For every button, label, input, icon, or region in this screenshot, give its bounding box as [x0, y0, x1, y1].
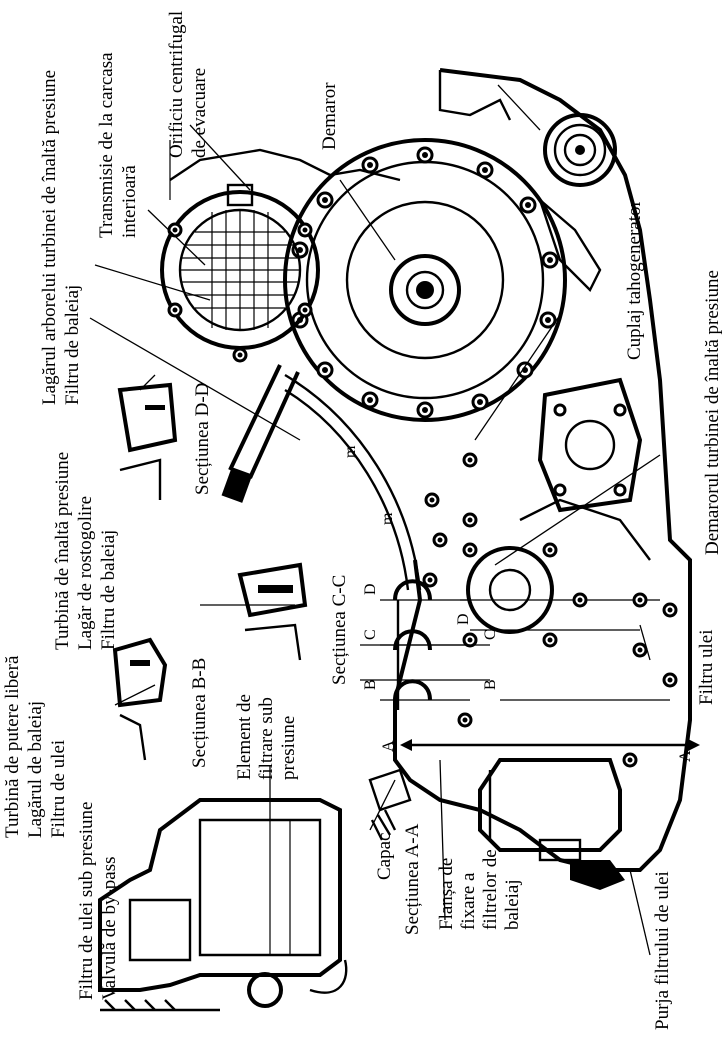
- section-letter-c: C: [482, 629, 499, 640]
- section-letter-b: B: [482, 679, 499, 690]
- label-lagar-rostogolire: Lagăr de rostogolire: [75, 496, 96, 650]
- section-letter-a: A: [380, 740, 397, 752]
- label-flansa-1: Flanșa de: [436, 858, 457, 930]
- casting-marks: m m: [342, 445, 396, 525]
- label-filtru-ulei: Filtru ulei: [696, 630, 717, 705]
- section-cc-detail: [237, 562, 308, 661]
- label-turbina-inalta-presiune: Turbină de înaltă presiune: [52, 452, 73, 650]
- section-dd-detail: [117, 382, 178, 500]
- label-cuplaj-tahogenerator: Cuplaj tahogenerator: [624, 199, 645, 360]
- label-sectiunea-bb: Secțiunea B-B: [189, 658, 210, 768]
- leader-lines: [89, 84, 661, 956]
- casting-mark: m: [342, 445, 359, 458]
- frame-line: [94, 264, 211, 301]
- hp-starter-pad: [537, 377, 643, 513]
- label-filtru-baleiaj-2: Filtru de baleiaj: [62, 285, 83, 405]
- label-demaror: Demaror: [319, 82, 340, 150]
- oil-filter-body: [478, 758, 625, 890]
- scavenge-line: [284, 373, 422, 591]
- label-sectiunea-dd: Secțiunea D-D: [192, 383, 213, 495]
- tacho-coupling: [462, 542, 588, 648]
- starter-flange: [283, 138, 567, 422]
- label-lagarul-baleiaj: Lagărul de baleiaj: [25, 701, 46, 838]
- section-letter-d: D: [362, 583, 379, 595]
- section-bb-detail: [112, 637, 168, 761]
- label-element-filtrare-2: filtrare sub: [256, 697, 277, 780]
- scavenge-line-inner: [284, 388, 410, 591]
- label-flansa-4: baleiaj: [502, 879, 523, 930]
- section-letter-c: C: [362, 629, 379, 640]
- label-capac: Capac: [374, 833, 395, 880]
- label-element-filtrare-3: presiune: [278, 716, 299, 780]
- labels: Filtru de ulei sub presiune Valvulă de b…: [2, 11, 723, 1030]
- label-orificiu-1: Orificiu centrifugal: [166, 11, 187, 158]
- label-filtru-de-ulei: Filtru de ulei: [48, 740, 69, 838]
- label-transmisie-2: interioară: [119, 165, 140, 238]
- label-turbina-putere-libera: Turbină de putere liberă: [2, 655, 23, 838]
- label-flansa-3: filtrelor de: [480, 849, 501, 930]
- casting-mark: m: [379, 512, 396, 525]
- section-letter-d: D: [455, 613, 472, 625]
- label-flansa-2: fixare a: [458, 872, 479, 930]
- label-orificiu-2: de evacuare: [189, 68, 210, 158]
- starter-flange-bolts: [291, 146, 559, 419]
- label-filtru-baleiaj-1: Filtru de baleiaj: [98, 530, 119, 650]
- label-element-filtrare-1: Element de: [234, 694, 255, 780]
- scavenge-tube: [221, 364, 300, 503]
- label-demarorul-turbinei: Demarorul turbinei de înaltă presiune: [702, 270, 723, 555]
- label-filtru-ulei-sub-presiune: Filtru de ulei sub presiune: [76, 802, 97, 1000]
- section-ports: [360, 579, 490, 710]
- section-letter-b: B: [362, 679, 379, 690]
- scavenge-filter-screen: [160, 183, 320, 363]
- section-markers: [380, 599, 700, 751]
- label-valvula-bypass: Valvulă de by-pass: [99, 856, 120, 1000]
- section-letters: A A B B C C D D: [362, 583, 694, 762]
- gearbox-housing: [169, 68, 692, 872]
- pressure-filter-assembly: [98, 798, 348, 1012]
- label-purja-filtrului: Purja filtrului de ulei: [652, 871, 673, 1030]
- section-letter-a: A: [677, 750, 694, 762]
- label-lagarul-arborelui: Lagărul arborelui turbinei de înaltă pre…: [39, 70, 60, 405]
- label-sectiunea-aa: Secțiunea A-A: [402, 823, 423, 935]
- centrifugal-breather: [537, 113, 617, 293]
- housing-bolts: [422, 452, 678, 768]
- label-sectiunea-cc: Secțiunea C-C: [329, 575, 350, 685]
- label-transmisie-1: Transmisie de la carcasa: [96, 52, 117, 238]
